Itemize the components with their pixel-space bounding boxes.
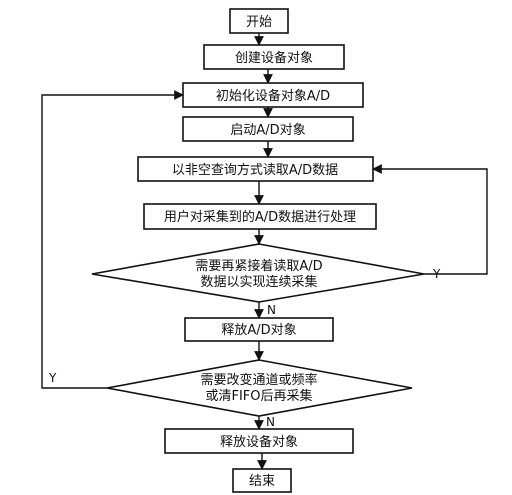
decision2-no-label: N — [266, 415, 275, 429]
start-ad-box — [182, 116, 354, 142]
end-label: 结束 — [249, 474, 275, 489]
process-data-label: 用户对采集到的A/D数据进行处理 — [164, 209, 356, 225]
decision-continue-line2: 数据以实现连续采集 — [200, 274, 317, 290]
decision-continue-line1: 需要再紧接着读取A/D — [195, 258, 322, 274]
loop-decision1-yes — [372, 164, 488, 275]
decision1-no-label: N — [267, 303, 276, 317]
read-ad-box — [137, 156, 374, 182]
start-ad-label: 启动A/D对象 — [230, 123, 305, 138]
loop-decision2-yes — [41, 90, 184, 389]
release-ad-label: 释放A/D对象 — [221, 323, 296, 338]
decision-change-line1: 需要改变通道或频率 — [200, 372, 317, 388]
read-ad-label: 以非空查询方式读取A/D数据 — [172, 162, 338, 178]
decision-change-diamond — [106, 359, 413, 417]
decision2-yes-label: Y — [48, 371, 57, 385]
create-device-box — [203, 44, 345, 70]
process-data-box — [143, 203, 377, 230]
decision1-yes-label: Y — [432, 267, 441, 281]
create-device-label: 创建设备对象 — [235, 50, 313, 66]
init-device-label: 初始化设备对象A/D — [216, 88, 330, 104]
init-device-box — [182, 82, 364, 108]
release-device-label: 释放设备对象 — [220, 434, 298, 450]
start-label: 开始 — [246, 15, 272, 30]
decision-change-line2: 或清FIFO后再采集 — [205, 388, 312, 404]
